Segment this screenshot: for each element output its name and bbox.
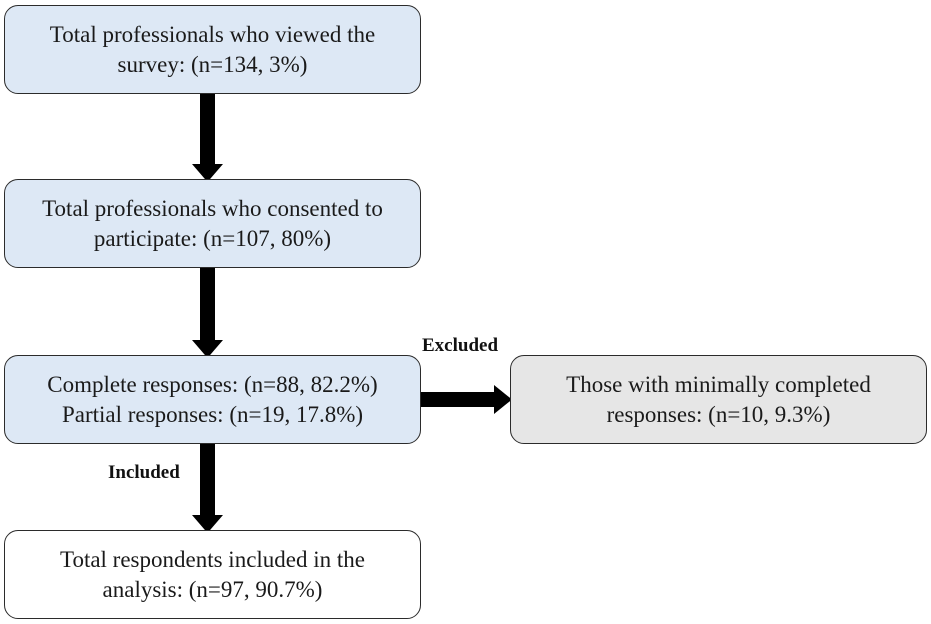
arrow-viewed-to-consented [192,94,223,182]
included-line1: Total respondents included in the [60,546,365,572]
viewed-survey-line1: Total professionals who viewed the [49,21,376,47]
excluded-label: Excluded [422,335,499,356]
included-line2: analysis: (n=97, 90.7%) [102,576,323,602]
arrow-consented-to-responses [192,268,223,358]
excluded-box: Those with minimally completed responses… [510,355,927,444]
viewed-survey-box: Total professionals who viewed the surve… [4,5,421,94]
responses-box: Complete responses: (n=88, 82.2%) Partia… [4,355,421,444]
partial-responses-line: Partial responses: (n=19, 17.8%) [61,401,364,427]
consented-line1: Total professionals who consented to [42,195,383,221]
arrow-responses-to-excluded [421,385,512,414]
complete-responses-line: Complete responses: (n=88, 82.2%) [47,371,378,397]
included-label: Included [108,462,180,483]
excluded-line2: responses: (n=10, 9.3%) [606,401,831,427]
consented-box: Total professionals who consented to par… [4,179,421,268]
consented-line2: participate: (n=107, 80%) [93,225,332,251]
excluded-line1: Those with minimally completed [566,371,871,397]
arrow-responses-to-included [192,444,223,533]
viewed-survey-line2: survey: (n=134, 3%) [117,51,308,77]
included-box: Total respondents included in the analys… [4,530,421,619]
